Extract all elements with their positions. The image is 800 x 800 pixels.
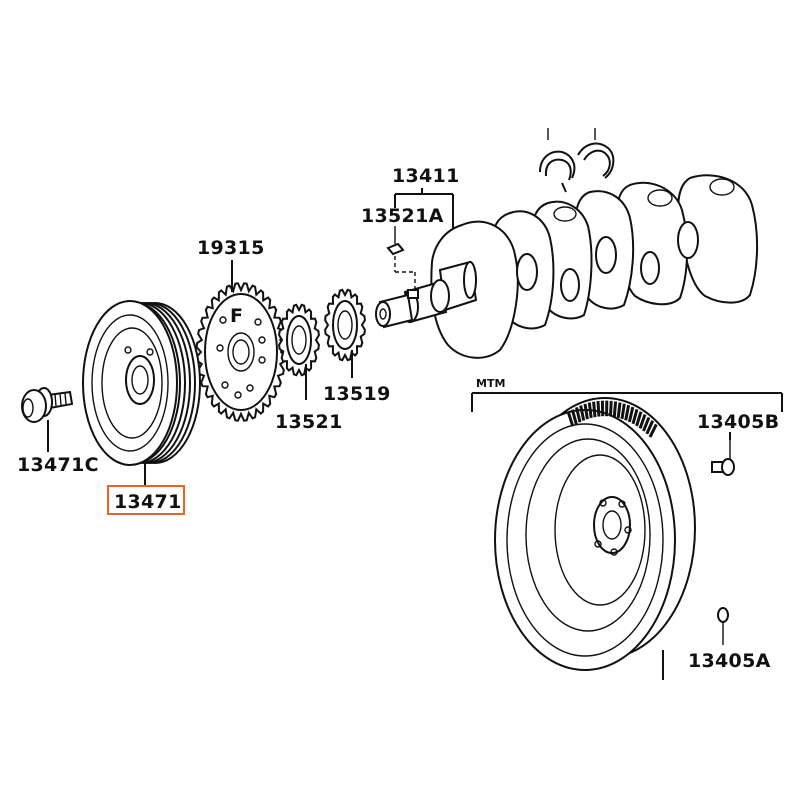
ring-gear-tooth bbox=[638, 414, 647, 429]
flywheel-dowel-pin[interactable] bbox=[717, 607, 729, 645]
ring-gear-tooth bbox=[631, 408, 639, 425]
flywheel-bolt[interactable] bbox=[711, 440, 735, 476]
crank-angle-sensor-plate[interactable] bbox=[278, 303, 320, 377]
timing-sprocket[interactable]: F bbox=[195, 282, 287, 422]
bearing-half-left[interactable] bbox=[539, 150, 576, 193]
leader-lines bbox=[47, 188, 783, 680]
ring-gear-tooth bbox=[609, 400, 613, 417]
label-13471[interactable]: 13471 bbox=[114, 491, 182, 513]
bearing-half-right[interactable] bbox=[577, 142, 615, 179]
crank-key[interactable] bbox=[386, 226, 419, 299]
crankshaft-pulley[interactable] bbox=[82, 300, 201, 466]
ring-gear-tooth bbox=[624, 404, 631, 421]
ring-gear-tooth bbox=[645, 420, 655, 435]
label-mtm: MTM bbox=[476, 377, 505, 390]
ring-gear-tooth bbox=[575, 407, 582, 423]
ring-gear-tooth bbox=[566, 411, 575, 427]
label-19315[interactable]: 19315 bbox=[197, 237, 265, 259]
ring-gear-tooth bbox=[648, 423, 658, 438]
sprocket-mark: F bbox=[230, 305, 243, 327]
ring-gear-tooth bbox=[592, 401, 597, 418]
label-13411[interactable]: 13411 bbox=[392, 165, 460, 187]
label-13405B[interactable]: 13405B bbox=[697, 411, 779, 433]
label-13405A[interactable]: 13405A bbox=[688, 650, 771, 672]
label-13471-highlight[interactable]: 13471 bbox=[107, 485, 185, 515]
crankshaft[interactable] bbox=[375, 174, 759, 359]
pulley-bolt[interactable] bbox=[21, 387, 74, 423]
flywheel[interactable] bbox=[494, 397, 696, 671]
ring-gear-tooth bbox=[596, 400, 601, 417]
ring-gear-tooth bbox=[635, 411, 643, 427]
highlight-box bbox=[107, 485, 185, 515]
oil-pump-drive-washer[interactable] bbox=[324, 288, 366, 362]
label-13521[interactable]: 13521 bbox=[275, 411, 343, 433]
ring-gear-tooth bbox=[583, 403, 589, 420]
label-13471C[interactable]: 13471C bbox=[17, 454, 99, 476]
ring-gear-tooth bbox=[612, 401, 618, 418]
label-13519[interactable]: 13519 bbox=[323, 383, 391, 405]
ring-gear-tooth bbox=[620, 403, 626, 420]
label-13521A[interactable]: 13521A bbox=[361, 205, 444, 227]
ring-gear-tooth bbox=[627, 406, 635, 423]
ring-gear-tooth bbox=[587, 402, 593, 419]
ring-gear-tooth bbox=[570, 409, 578, 425]
ring-gear-tooth bbox=[642, 416, 651, 432]
ring-gear-tooth bbox=[579, 405, 586, 421]
ring-gear-tooth bbox=[616, 402, 622, 418]
